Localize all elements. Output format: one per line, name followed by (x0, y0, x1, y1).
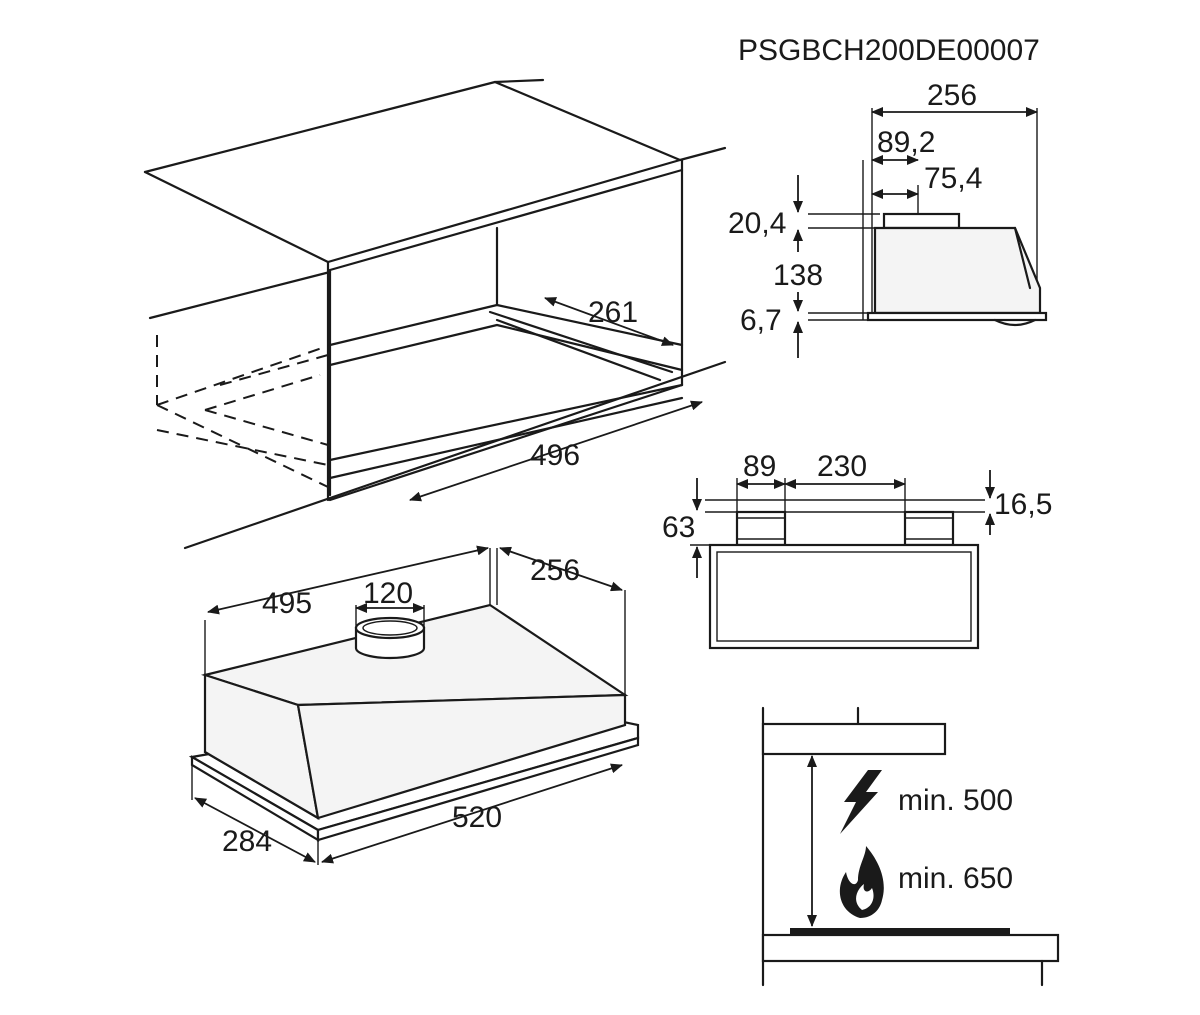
spacing-b-label: 230 (817, 450, 867, 483)
cabinet-width-label: 496 (530, 439, 580, 472)
side-view (793, 107, 1048, 358)
outlet-height-label-front: 63 (662, 511, 695, 544)
hood-depth-label: 495 (262, 587, 312, 620)
top-height-label: 16,5 (994, 488, 1052, 521)
front-view (690, 470, 995, 650)
outlet-width-label: 75,4 (924, 162, 982, 195)
flame-icon (839, 846, 884, 918)
side-view-dimensions: 256 89,2 75,4 20,4 138 6,7 (728, 79, 982, 337)
cabinet-depth-label: 261 (588, 296, 638, 329)
outlet-diameter-label: 120 (363, 577, 413, 610)
spacing-a-label: 89 (743, 450, 776, 483)
clearance-view (761, 706, 1060, 987)
hood-side-depth-label: 284 (222, 825, 272, 858)
model-code: PSGBCH200DE00007 (738, 34, 1040, 67)
gas-min-label: min. 650 (898, 862, 1013, 895)
outlet-height-label: 20,4 (728, 207, 786, 240)
clearance-labels: min. 500 min. 650 (898, 784, 1013, 895)
body-height-label: 138 (773, 259, 823, 292)
hood-top-depth-label: 256 (530, 554, 580, 587)
electric-min-label: min. 500 (898, 784, 1013, 817)
hood-front-width-label: 520 (452, 801, 502, 834)
overall-depth-label: 256 (927, 79, 977, 112)
hood-dimensions: 495 120 256 520 284 (222, 554, 580, 858)
outlet-offset-label: 89,2 (877, 126, 935, 159)
front-view-dimensions: 89 230 16,5 63 (662, 450, 1052, 544)
cabinet-dimensions: 261 496 (409, 296, 703, 502)
bottom-lip-label: 6,7 (740, 304, 782, 337)
hood-isometric-view (188, 545, 640, 865)
lightning-bolt-icon (840, 770, 882, 834)
